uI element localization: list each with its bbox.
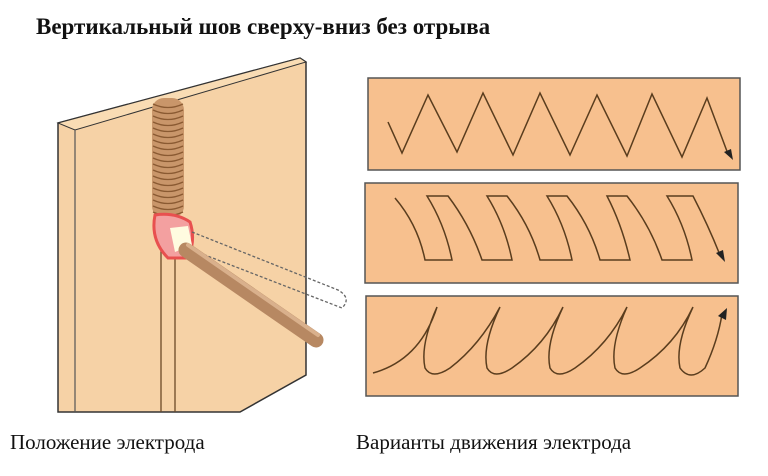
electrode	[178, 242, 324, 348]
weld-ripple	[152, 139, 184, 145]
weld-ripple	[152, 127, 184, 133]
weld-ripple	[152, 205, 184, 211]
weld-ripple	[152, 103, 184, 109]
weld-ripple	[152, 115, 184, 121]
weld-ripple	[152, 163, 184, 169]
weld-ripple	[152, 193, 184, 199]
caption-electrode-position: Положение электрода	[10, 430, 205, 454]
diagram-title: Вертикальный шов сверху-вниз без отрыва	[36, 14, 491, 39]
weld-ripple	[152, 151, 184, 157]
electrode-alt-position	[191, 231, 347, 309]
pattern-zigzag	[367, 77, 741, 171]
arrow-icon	[716, 250, 725, 262]
weld-ripple	[152, 175, 184, 181]
weld-ripple	[152, 133, 184, 139]
weld-ripple	[152, 169, 184, 175]
weld-ripple	[152, 109, 184, 115]
weld-bead	[152, 98, 184, 218]
arrow-icon	[724, 149, 733, 160]
weld-ripple	[152, 145, 184, 151]
weld-ripple	[152, 121, 184, 127]
weld-ripple	[152, 187, 184, 193]
weld-ripple	[152, 157, 184, 163]
arrow-icon	[718, 308, 727, 320]
pattern-loops	[365, 295, 739, 397]
caption-electrode-movement: Варианты движения электрода	[356, 430, 632, 454]
weld-ripple	[152, 181, 184, 187]
weld-ripple	[152, 199, 184, 205]
pattern-crescent	[364, 182, 739, 284]
